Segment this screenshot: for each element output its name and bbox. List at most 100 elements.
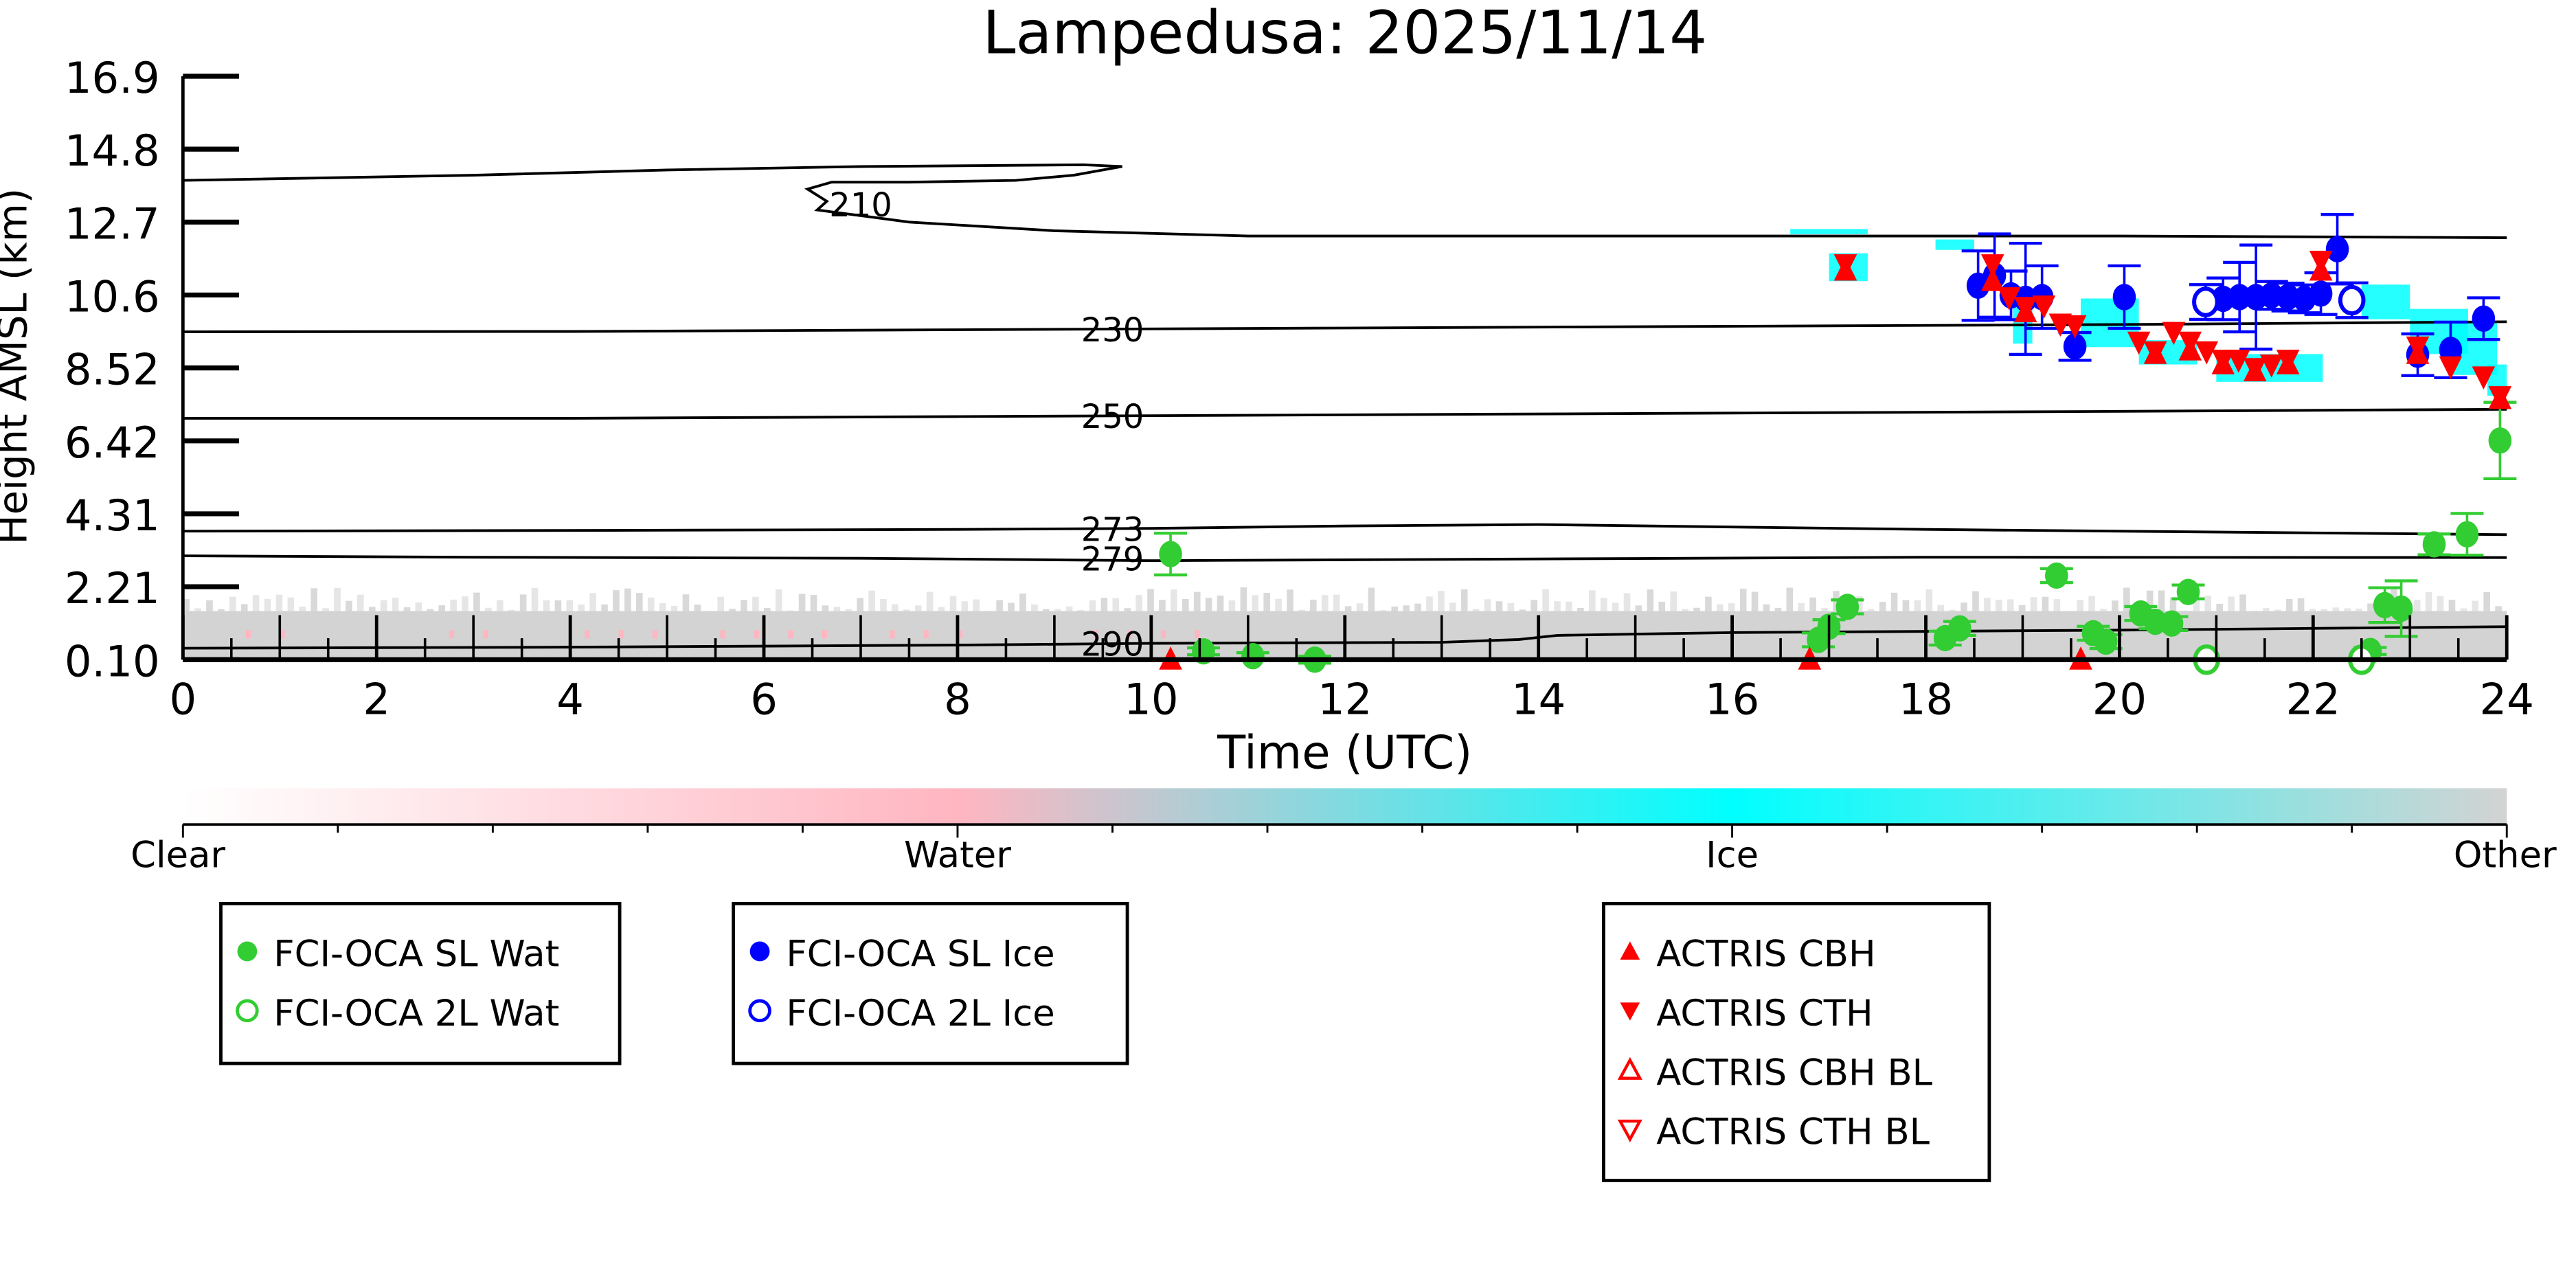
water-class-pixels	[280, 630, 285, 639]
other-class-pixels	[938, 607, 945, 611]
other-class-pixels	[1484, 599, 1491, 611]
other-class-pixels	[1182, 598, 1189, 611]
other-class-pixels	[206, 600, 213, 611]
other-class-pixels	[1995, 600, 2002, 611]
other-class-pixels	[1612, 602, 1619, 611]
data-point-fci-oca-sl-wat	[2488, 427, 2512, 454]
other-class-pixels	[880, 599, 887, 611]
other-class-pixels	[1054, 609, 1061, 611]
other-class-pixels	[1879, 602, 1886, 611]
other-class-pixels	[2007, 599, 2014, 611]
water-class-pixels	[618, 630, 624, 639]
x-tick-label: 12	[1318, 674, 1372, 724]
other-class-pixels	[1856, 596, 1863, 611]
other-class-pixels	[2344, 608, 2351, 611]
other-class-pixels	[392, 598, 399, 611]
other-class-pixels	[1972, 591, 1979, 611]
other-class-pixels	[741, 600, 747, 611]
other-class-pixels	[380, 600, 387, 611]
other-class-pixels	[1193, 591, 1201, 611]
other-class-pixels	[1600, 598, 1607, 611]
other-class-pixels	[2274, 609, 2281, 611]
data-point-actris-cth	[2243, 358, 2267, 381]
other-class-pixels	[1670, 591, 1677, 611]
x-tick-label: 18	[1899, 674, 1953, 724]
other-class-pixels	[973, 599, 980, 611]
y-axis-label: Height AMSL (km)	[0, 188, 36, 545]
other-class-pixels	[2448, 600, 2456, 611]
data-point-fci-oca-sl-wat	[2094, 628, 2118, 655]
other-class-pixels	[1554, 601, 1561, 611]
x-tick-label: 0	[169, 674, 196, 724]
other-class-pixels	[1460, 589, 1468, 611]
contour-label: 230	[1081, 311, 1144, 350]
other-class-pixels	[1287, 589, 1293, 611]
other-class-pixels	[508, 609, 515, 611]
other-class-pixels	[1774, 607, 1782, 611]
water-class-pixels	[923, 630, 929, 639]
other-class-pixels	[1542, 589, 1549, 611]
x-tick-label: 8	[944, 674, 971, 724]
other-class-pixels	[1321, 595, 1329, 611]
other-class-pixels	[1949, 609, 1956, 611]
other-class-pixels	[1821, 608, 1828, 611]
other-class-pixels	[543, 600, 550, 611]
colorbar-label-other: Other	[2454, 835, 2557, 877]
temperature-contour-250	[183, 407, 2507, 420]
other-class-pixels	[926, 591, 934, 611]
other-class-pixels	[2425, 591, 2432, 611]
other-class-pixels	[2413, 600, 2421, 611]
other-class-pixels	[2158, 590, 2165, 611]
other-class-pixels	[1008, 602, 1015, 611]
data-point-fci-oca-2l-ice	[2338, 284, 2366, 316]
other-class-pixels	[1588, 590, 1596, 611]
other-class-pixels	[264, 598, 271, 611]
other-class-pixels	[903, 609, 910, 611]
other-class-pixels	[1635, 605, 1642, 611]
other-class-pixels	[2204, 596, 2212, 611]
other-class-pixels	[729, 609, 736, 611]
other-class-pixels	[438, 605, 446, 611]
other-class-pixels	[1042, 609, 1050, 611]
other-class-pixels	[1379, 610, 1387, 611]
data-point-actris-cth	[2472, 366, 2496, 389]
other-class-pixels	[578, 605, 585, 611]
legend-label: ACTRIS CTH	[1656, 993, 1873, 1035]
other-class-pixels	[1171, 589, 1177, 611]
other-class-pixels	[1368, 587, 1375, 611]
other-class-pixels	[485, 607, 492, 611]
data-point-actris-cth	[1997, 287, 2021, 310]
other-class-pixels	[1658, 601, 1666, 611]
x-tick-label: 2	[363, 674, 390, 724]
y-tick-label: 12.7	[65, 199, 160, 249]
data-point-fci-oca-sl-ice	[2112, 284, 2136, 310]
other-class-pixels	[764, 608, 771, 611]
data-point-actris-cth	[2439, 356, 2463, 380]
other-class-pixels	[1159, 600, 1166, 611]
contour-label: 250	[1081, 398, 1144, 436]
other-class-pixels	[2088, 596, 2095, 611]
other-class-pixels	[519, 594, 527, 611]
data-point-fci-oca-sl-wat	[1159, 541, 1182, 567]
other-class-pixels	[694, 605, 701, 611]
other-class-pixels	[868, 590, 875, 611]
other-class-pixels	[1100, 598, 1108, 611]
data-point-actris-cth	[2488, 386, 2512, 409]
other-class-pixels	[961, 601, 969, 611]
x-tick-label: 10	[1124, 674, 1178, 724]
temperature-contour-230	[183, 320, 2507, 333]
data-point-actris-cth	[2406, 336, 2430, 360]
other-class-pixels	[1403, 605, 1410, 611]
data-point-fci-oca-sl-wat	[2455, 521, 2479, 547]
legend-label: FCI-OCA 2L Wat	[273, 993, 559, 1035]
other-class-pixels	[299, 607, 306, 611]
contour-label: 273	[1081, 511, 1144, 550]
y-tick-label: 2.21	[65, 563, 160, 613]
other-class-pixels	[1414, 603, 1421, 611]
water-class-pixels	[585, 630, 590, 639]
other-class-pixels	[1786, 587, 1794, 611]
contour-label: 210	[829, 186, 892, 225]
other-class-pixels	[1739, 588, 1747, 611]
